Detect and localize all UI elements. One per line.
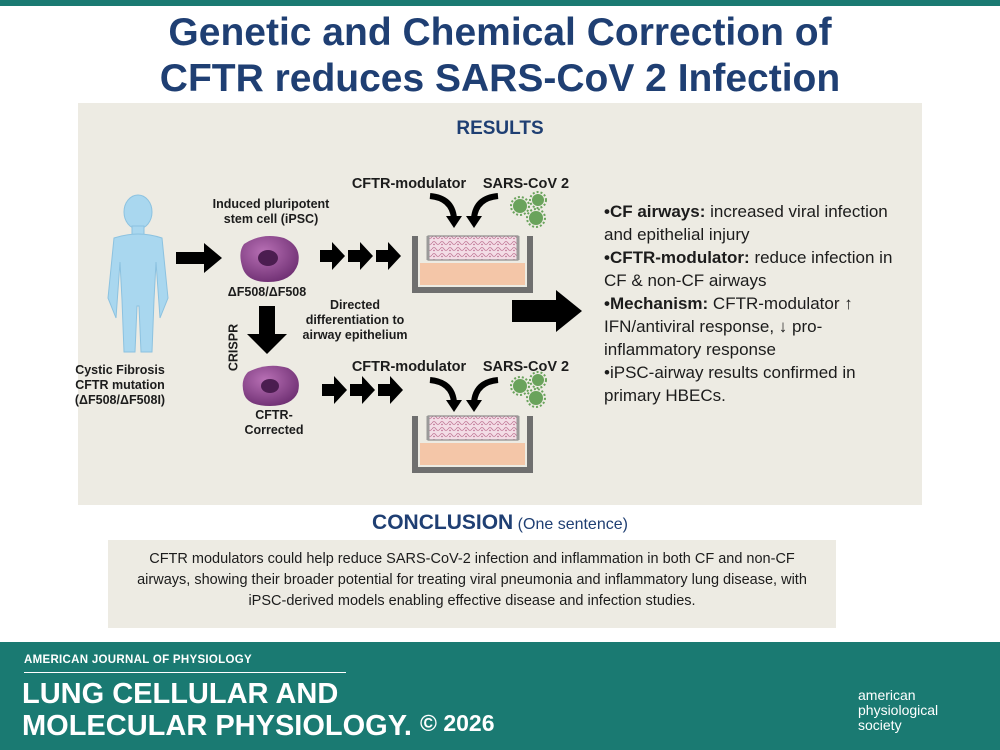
modulator-label-bottom: CFTR-modulator <box>351 359 467 375</box>
conclusion-text: CFTR modulators could help reduce SARS-C… <box>108 540 836 628</box>
ipsc-label: Induced pluripotent stem cell (iPSC) <box>212 197 330 226</box>
conclusion-heading: CONCLUSION (One sentence) <box>372 511 628 534</box>
virus-label-bottom: SARS-CoV 2 <box>482 359 570 375</box>
society-name: american physiological society <box>858 687 939 733</box>
title-line-2: CFTR reduces SARS-CoV 2 Infection <box>159 57 841 100</box>
footer-divider <box>24 672 346 673</box>
journal-name: AMERICAN JOURNAL OF PHYSIOLOGY <box>24 654 252 666</box>
results-heading: RESULTS <box>456 118 544 139</box>
bullet-mechanism: •Mechanism: CFTR-modulator ↑ IFN/antivir… <box>604 294 853 359</box>
differentiation-label: Directed differentiation to airway epith… <box>302 298 408 342</box>
title-line-1: Genetic and Chemical Correction of <box>168 11 832 54</box>
page-title: Genetic and Chemical Correction of CFTR … <box>0 10 1000 102</box>
patient-label: Cystic Fibrosis CFTR mutation (ΔF508/ΔF5… <box>74 363 166 407</box>
footer-band <box>0 642 1000 750</box>
results-bullets: •CF airways: increased viral infection a… <box>604 200 914 407</box>
top-rule <box>0 0 1000 6</box>
crispr-label: CRISPR <box>226 323 241 372</box>
modulator-label-top: CFTR-modulator <box>351 176 467 192</box>
virus-label-top: SARS-CoV 2 <box>482 176 570 192</box>
copyright: © 2026 <box>420 710 495 736</box>
bullet-ipsc-confirmation: •iPSC-airway results confirmed in primar… <box>604 363 856 405</box>
corrected-label: CFTR- Corrected <box>244 408 304 437</box>
bullet-cf-airways: •CF airways: increased viral infection a… <box>604 202 888 244</box>
bullet-cftr-modulator: •CFTR-modulator: reduce infection in CF … <box>604 248 893 290</box>
journal-title: LUNG CELLULAR AND MOLECULAR PHYSIOLOGY. <box>22 678 412 742</box>
ipsc-genotype-label: ΔF508/ΔF508 <box>227 285 307 299</box>
